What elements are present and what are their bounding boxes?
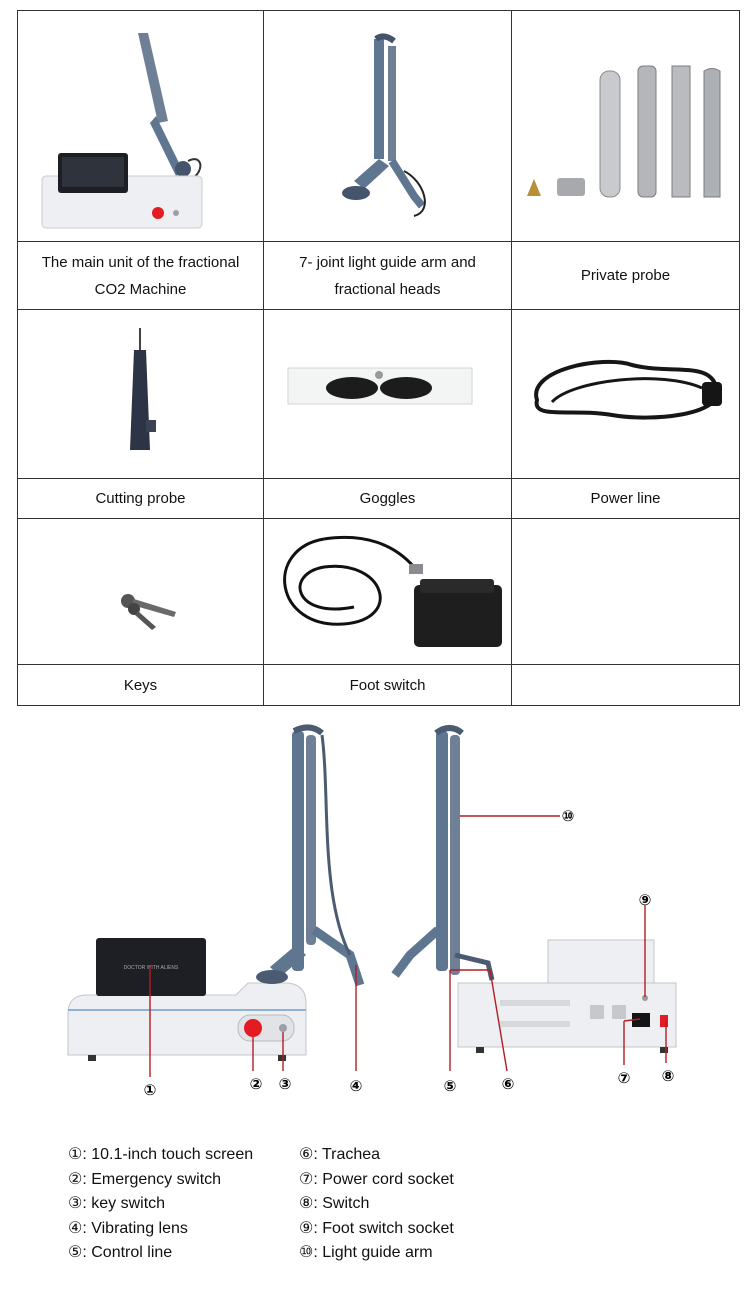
- caption-goggles: Goggles: [263, 478, 512, 519]
- caption-foot-switch: Foot switch: [263, 664, 512, 706]
- marker-4: ④: [350, 1077, 363, 1095]
- caption-power-line: Power line: [511, 478, 740, 519]
- legend-item: ②: Emergency switch: [68, 1170, 222, 1188]
- goggles-image-cell: [263, 309, 512, 479]
- power-line-image: [534, 360, 722, 420]
- device-parts-diagram: DOCTOR WITH ALIENS: [67, 724, 677, 1099]
- legend-item: ⑨: Foot switch socket: [299, 1219, 454, 1237]
- emergency-switch: [244, 1019, 262, 1037]
- legend-item: ⑩: Light guide arm: [299, 1244, 433, 1261]
- back-view: [391, 725, 677, 1053]
- caption-private-probe: Private probe: [511, 241, 740, 310]
- marker-3: ③: [279, 1075, 292, 1093]
- private-probe-image: [527, 65, 721, 198]
- foot-switch-socket: [642, 995, 648, 1001]
- light-guide-arm-image: [342, 33, 426, 217]
- legend-right: ⑥: Trachea ⑦: Power cord socket ⑧: Switc…: [299, 1143, 454, 1266]
- marker-6: ⑥: [502, 1075, 515, 1093]
- light-guide-arm-image-cell: [263, 10, 512, 242]
- legend-item: ⑤: Control line: [68, 1244, 173, 1261]
- screen-text: DOCTOR WITH ALIENS: [124, 965, 179, 971]
- leader-lines: [149, 815, 667, 1077]
- caption-cutting-probe: Cutting probe: [17, 478, 264, 519]
- cutting-probe-image-cell: [17, 309, 264, 479]
- legend-item: ①: 10.1-inch touch screen: [68, 1146, 254, 1163]
- marker-5: ⑤: [444, 1077, 457, 1095]
- foot-switch-image: [283, 535, 502, 647]
- main-unit-image: [41, 33, 203, 229]
- power-line-image-cell: [511, 309, 740, 479]
- keys-image: [121, 594, 176, 630]
- main-unit-image-cell: [17, 10, 264, 242]
- marker-8: ⑧: [662, 1067, 675, 1085]
- marker-7: ⑦: [618, 1069, 631, 1087]
- marker-2: ②: [250, 1075, 263, 1093]
- legend-item: ⑥: Trachea: [299, 1146, 381, 1163]
- goggles-image: [287, 367, 473, 405]
- front-view: DOCTOR WITH ALIENS: [67, 724, 365, 1061]
- legend-item: ④: Vibrating lens: [68, 1219, 188, 1237]
- keys-image-cell: [17, 518, 264, 665]
- private-probe-image-cell: [511, 10, 740, 242]
- legend-item: ⑧: Switch: [299, 1195, 370, 1212]
- foot-switch-image-cell: [263, 518, 512, 665]
- legend-item: ③: key switch: [68, 1195, 166, 1212]
- legend-left: ①: 10.1-inch touch screen ②: Emergency s…: [68, 1143, 253, 1266]
- switch: [660, 1015, 668, 1027]
- caption-keys: Keys: [17, 664, 264, 706]
- marker-1: ①: [144, 1081, 157, 1099]
- marker-10: ⑩: [562, 807, 575, 825]
- caption-empty: [511, 664, 740, 706]
- key-switch: [279, 1024, 287, 1032]
- legend-item: ⑦: Power cord socket: [299, 1170, 454, 1188]
- cutting-probe-image: [130, 328, 156, 450]
- empty-image-cell: [511, 518, 740, 665]
- touch-screen: [96, 938, 206, 996]
- power-cord-socket: [632, 1013, 650, 1027]
- marker-9: ⑨: [639, 891, 652, 909]
